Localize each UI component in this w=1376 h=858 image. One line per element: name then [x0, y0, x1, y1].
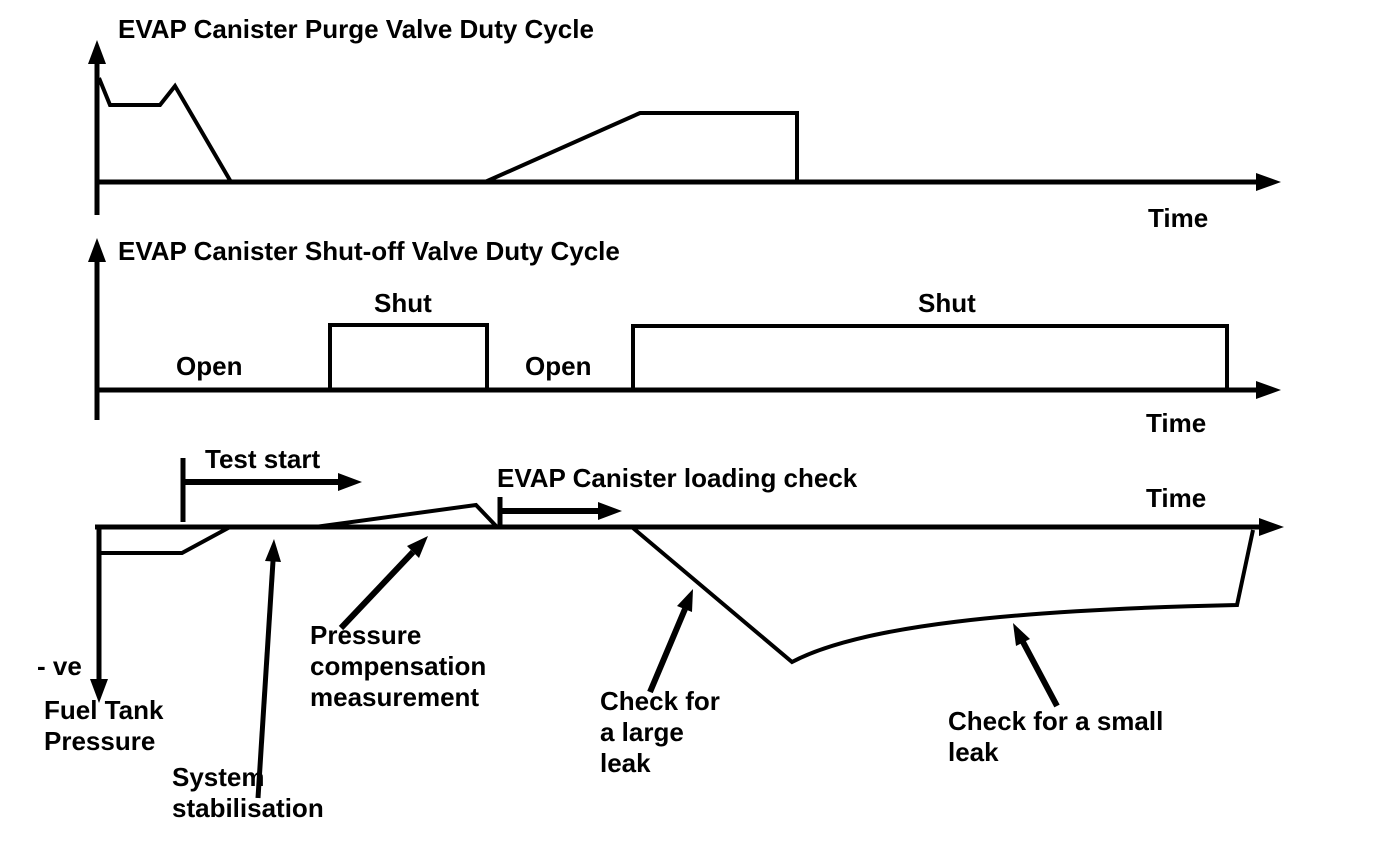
test-start-arrow-icon — [338, 473, 362, 491]
purge-time-axis-label: Time — [1148, 203, 1209, 233]
shutoff-x-axis-arrow-icon — [1256, 381, 1281, 399]
system-stabilisation-arrow-icon — [265, 539, 281, 562]
large-leak-arrow-icon — [677, 589, 693, 612]
large-leak-arrow-shaft — [647, 607, 688, 694]
shutoff-shut-label-2: Shut — [918, 288, 976, 318]
small-leak-arrow-shaft — [1020, 640, 1060, 708]
pressure-compensation-label: Pressure compensation measurement — [310, 620, 487, 712]
pressure-x-axis-arrow-icon — [1259, 518, 1284, 536]
purge-duty-trace-ramp — [484, 111, 799, 184]
pressure-negative-label: - ve — [37, 651, 82, 681]
system-stabilisation-label: System stabilisation — [172, 762, 324, 823]
shutoff-open-label-2: Open — [525, 351, 592, 381]
loading-check-arrow-icon — [598, 502, 622, 520]
pressure-trace-initial-dip — [97, 525, 231, 555]
pressure-compensation-arrow-icon — [407, 536, 428, 558]
small-leak-label: Check for a small leak — [948, 706, 1164, 767]
pressure-trace-leak-check — [631, 526, 1255, 665]
system-stabilisation-arrow-shaft — [255, 560, 276, 799]
loading-check-label: EVAP Canister loading check — [497, 463, 858, 493]
shutoff-y-axis-arrow-icon — [88, 238, 106, 262]
shutoff-time-axis-label: Time — [1146, 408, 1207, 438]
pressure-compensation-arrow-shaft — [338, 549, 416, 631]
purge-x-axis-arrow-icon — [1256, 173, 1281, 191]
purge-duty-trace-start — [97, 77, 233, 184]
shutoff-open-label-1: Open — [176, 351, 243, 381]
test-start-label: Test start — [205, 444, 321, 474]
small-leak-arrow-icon — [1013, 623, 1030, 646]
shutoff-pulse-2 — [631, 324, 1229, 390]
shutoff-pulse-1 — [328, 323, 489, 390]
pressure-time-axis-label: Time — [1146, 483, 1207, 513]
shutoff-shut-label-1: Shut — [374, 288, 432, 318]
pressure-y-axis-arrow-icon — [90, 679, 108, 703]
large-leak-label: Check for a large leak — [600, 686, 720, 778]
pressure-axis-label: Fuel Tank Pressure — [44, 695, 164, 756]
pressure-trace-compensation-bump — [314, 502, 499, 529]
shutoff-chart-title: EVAP Canister Shut-off Valve Duty Cycle — [118, 236, 620, 266]
purge-y-axis-arrow-icon — [88, 40, 106, 64]
purge-chart-title: EVAP Canister Purge Valve Duty Cycle — [118, 14, 594, 44]
